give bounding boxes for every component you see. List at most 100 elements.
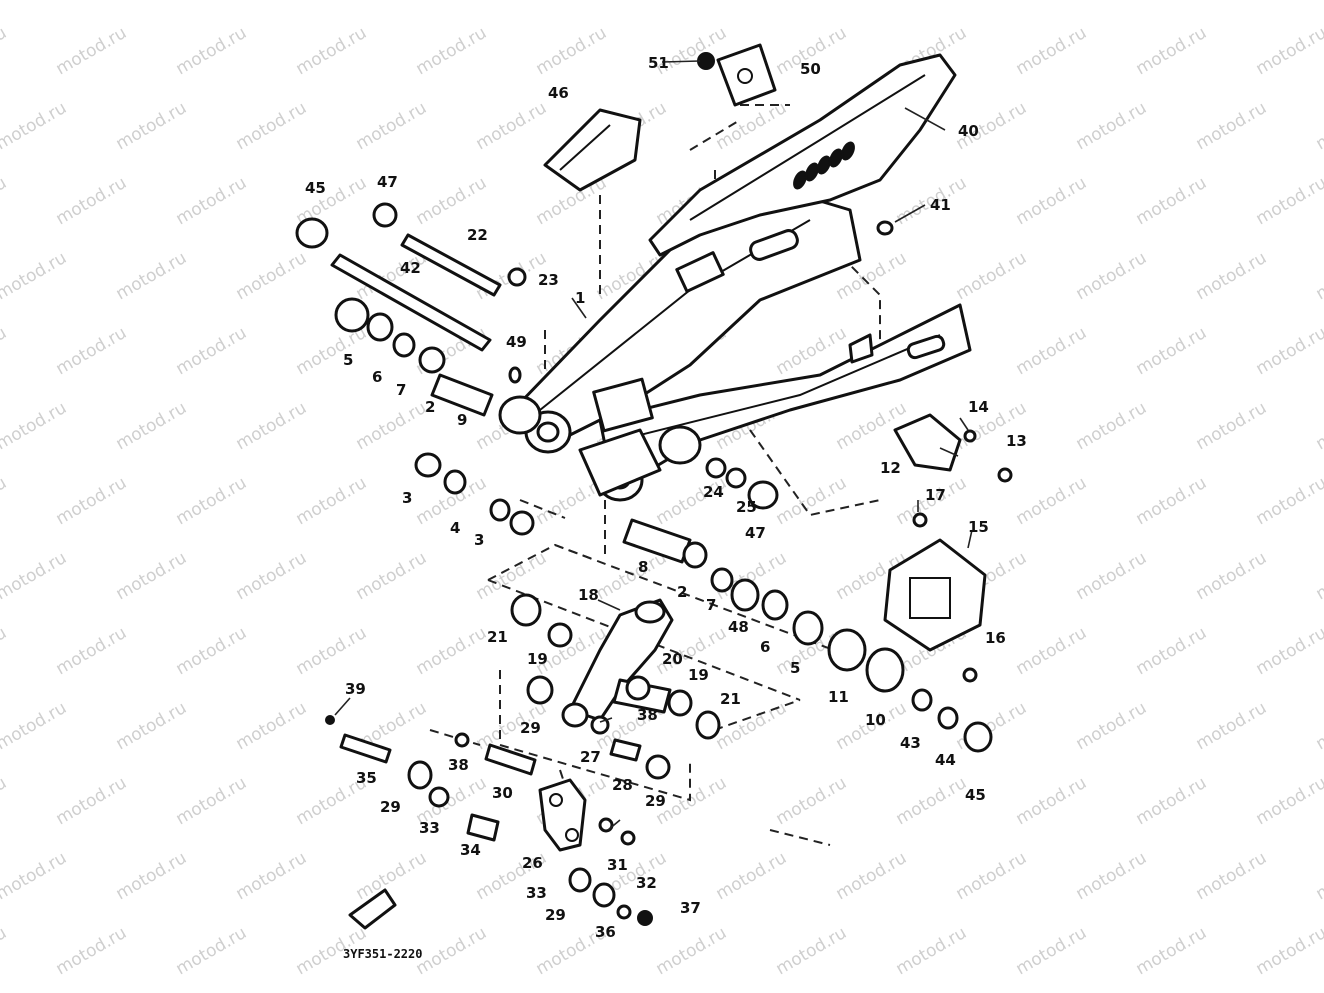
watermark-text: motod.ru bbox=[1073, 548, 1151, 604]
watermark-text: motod.ru bbox=[1313, 848, 1324, 904]
callout-22: 22 bbox=[467, 226, 488, 244]
callout-26: 26 bbox=[522, 854, 543, 872]
watermark-text: motod.ru bbox=[593, 548, 671, 604]
callout-4a: 4 bbox=[450, 519, 460, 537]
bracket-15 bbox=[883, 538, 987, 652]
watermark-text: motod.ru bbox=[833, 848, 911, 904]
callout-44: 44 bbox=[935, 751, 956, 769]
callout-31: 31 bbox=[607, 856, 628, 874]
watermark-text: motod.ru bbox=[1013, 23, 1091, 79]
watermark-text: motod.ru bbox=[1013, 473, 1091, 529]
watermark-text: motod.ru bbox=[173, 323, 251, 379]
watermark-text: motod.ru bbox=[233, 698, 311, 754]
callout-49: 49 bbox=[506, 333, 527, 351]
watermark-text: motod.ru bbox=[113, 0, 191, 4]
callout-43: 43 bbox=[900, 734, 921, 752]
callout-5a: 5 bbox=[343, 351, 353, 369]
watermark-text: motod.ru bbox=[0, 623, 10, 679]
callout-27: 27 bbox=[580, 748, 601, 766]
callout-15: 15 bbox=[968, 518, 989, 536]
watermark-text: motod.ru bbox=[1193, 398, 1271, 454]
watermark-text: motod.ru bbox=[173, 773, 251, 829]
callout-5b: 5 bbox=[790, 659, 800, 677]
watermark-text: motod.ru bbox=[233, 248, 311, 304]
callout-45a: 45 bbox=[305, 179, 326, 197]
watermark-text: motod.ru bbox=[353, 98, 431, 154]
watermark-text: motod.ru bbox=[53, 623, 131, 679]
callout-6a: 6 bbox=[372, 368, 382, 386]
callout-28: 28 bbox=[612, 776, 633, 794]
callout-7b: 7 bbox=[706, 596, 716, 614]
watermark-text: motod.ru bbox=[173, 173, 251, 229]
callout-45b: 45 bbox=[965, 786, 986, 804]
callout-29a: 29 bbox=[520, 719, 541, 737]
callout-18: 18 bbox=[578, 586, 599, 604]
watermark-text: motod.ru bbox=[893, 773, 971, 829]
watermark-text: motod.ru bbox=[0, 923, 10, 979]
watermark-text: motod.ru bbox=[0, 323, 10, 379]
callout-23: 23 bbox=[538, 271, 559, 289]
watermark-text: motod.ru bbox=[1253, 173, 1324, 229]
watermark-text: motod.ru bbox=[0, 248, 70, 304]
watermark-text: motod.ru bbox=[833, 0, 911, 4]
watermark-text: motod.ru bbox=[413, 23, 491, 79]
callout-42: 42 bbox=[400, 259, 421, 277]
watermark-text: motod.ru bbox=[1073, 248, 1151, 304]
watermark-text: motod.ru bbox=[173, 23, 251, 79]
watermark-text: motod.ru bbox=[413, 173, 491, 229]
watermark-text: motod.ru bbox=[173, 923, 251, 979]
watermark-text: motod.ru bbox=[173, 623, 251, 679]
watermark-text: motod.ru bbox=[1073, 98, 1151, 154]
callout-13: 13 bbox=[1006, 432, 1027, 450]
guide-12 bbox=[893, 413, 962, 472]
watermark-text: motod.ru bbox=[1073, 398, 1151, 454]
watermark-text: motod.ru bbox=[0, 173, 10, 229]
watermark-text: motod.ru bbox=[1133, 923, 1211, 979]
swingarm bbox=[498, 193, 972, 502]
callout-24: 24 bbox=[703, 483, 724, 501]
watermark-text: motod.ru bbox=[653, 923, 731, 979]
watermark-text: motod.ru bbox=[1193, 248, 1271, 304]
callout-19a: 19 bbox=[527, 650, 548, 668]
watermark-text: motod.ru bbox=[953, 698, 1031, 754]
watermark-text: motod.ru bbox=[773, 773, 851, 829]
watermark-text: motod.ru bbox=[0, 473, 10, 529]
watermark-text: motod.ru bbox=[353, 548, 431, 604]
watermark-text: motod.ru bbox=[113, 398, 191, 454]
watermark-text: motod.ru bbox=[1313, 0, 1324, 4]
callout-48: 48 bbox=[728, 618, 749, 636]
watermark-text: motod.ru bbox=[1313, 98, 1324, 154]
callout-37: 37 bbox=[680, 899, 701, 917]
callout-47b: 47 bbox=[745, 524, 766, 542]
watermark-text: motod.ru bbox=[233, 398, 311, 454]
watermark-text: motod.ru bbox=[113, 248, 191, 304]
callout-51: 51 bbox=[648, 54, 669, 72]
watermark-text: motod.ru bbox=[533, 23, 611, 79]
watermark-text: motod.ru bbox=[413, 623, 491, 679]
watermark-text: motod.ru bbox=[113, 698, 191, 754]
watermark-text: motod.ru bbox=[113, 548, 191, 604]
callout-21b: 21 bbox=[720, 690, 741, 708]
watermark-text: motod.ru bbox=[1193, 0, 1271, 4]
callout-25: 25 bbox=[736, 498, 757, 516]
callout-10: 10 bbox=[865, 711, 886, 729]
watermark-text: motod.ru bbox=[773, 473, 851, 529]
watermark-text: motod.ru bbox=[113, 848, 191, 904]
watermark-text: motod.ru bbox=[53, 23, 131, 79]
watermark-text: motod.ru bbox=[353, 0, 431, 4]
watermark-text: motod.ru bbox=[413, 923, 491, 979]
watermark-text: motod.ru bbox=[1253, 773, 1324, 829]
callout-34: 34 bbox=[460, 841, 481, 859]
callout-38a: 38 bbox=[637, 706, 658, 724]
diagram-code: 3YF351-2220 bbox=[343, 947, 422, 961]
callout-2b: 2 bbox=[677, 583, 687, 601]
watermark-text: motod.ru bbox=[593, 0, 671, 4]
watermark-text: motod.ru bbox=[473, 98, 551, 154]
callout-29c: 29 bbox=[380, 798, 401, 816]
watermark-text: motod.ru bbox=[1133, 473, 1211, 529]
watermark-text: motod.ru bbox=[653, 473, 731, 529]
callout-47a: 47 bbox=[377, 173, 398, 191]
watermark-text: motod.ru bbox=[1253, 923, 1324, 979]
chain-guard bbox=[648, 53, 957, 257]
watermark-text: motod.ru bbox=[1013, 173, 1091, 229]
